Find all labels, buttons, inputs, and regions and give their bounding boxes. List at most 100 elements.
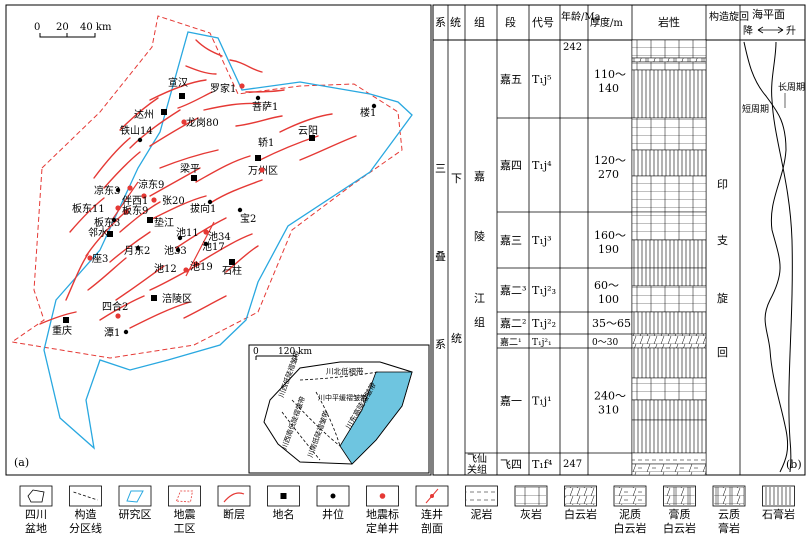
place-label: 菩萨1 [252, 101, 278, 113]
lithology-band [631, 175, 707, 213]
legend-label: 研究区 [119, 507, 152, 521]
legend-label: 灰岩 [520, 507, 542, 521]
place-label: 板东9 [122, 204, 148, 217]
place-label: 池12 [154, 262, 177, 275]
calibration-well-icon [366, 485, 399, 507]
calibration-well-icon [141, 193, 147, 199]
age-top: 242 [563, 42, 582, 53]
thickness-label: 110～ [594, 68, 626, 81]
lithology-band [631, 211, 707, 241]
calibration-well-icon [123, 209, 129, 215]
limestone-icon [514, 485, 548, 507]
lithology-band [631, 267, 707, 287]
lithology-band [631, 311, 707, 335]
header-member: 段 [505, 15, 516, 29]
well-icon [237, 207, 243, 213]
gypsum-dolomite-icon [663, 485, 696, 507]
long-period-label: 长周期 [778, 81, 805, 93]
scale-zero: 0 [34, 22, 40, 33]
well-icon [135, 245, 141, 251]
place-label: 张20 [162, 195, 185, 207]
place-label: 垫江 [154, 216, 174, 229]
place-label: 轿1 [258, 136, 274, 149]
short-period-curve [743, 41, 789, 473]
code-label: T₁j⁵ [532, 73, 552, 86]
place-label: 楼1 [360, 106, 376, 119]
header-age: 年龄/Ma [561, 10, 601, 23]
place-label: 池34 [208, 230, 231, 243]
calibration-well-icon [239, 83, 245, 89]
legend-label: 白云岩 [663, 521, 696, 535]
calibration-well-icon [151, 197, 157, 203]
calibration-well-icon [87, 255, 93, 261]
inset-east-zone [339, 371, 413, 465]
age-bottom: 247 [563, 459, 582, 470]
place-name-icon [107, 231, 113, 237]
place-label: 铁山14 [120, 124, 153, 137]
scale-mid: 20 [56, 22, 69, 33]
legend-label: 膏岩 [718, 521, 740, 535]
header-sea-level: 海平面 [752, 7, 785, 21]
header-group: 组 [474, 15, 485, 29]
dolomite-icon [564, 485, 597, 507]
lithology-band [631, 347, 707, 379]
panel-a-map: 0 20 40 km [5, 4, 432, 476]
group-lower-label: 飞仙 [467, 452, 487, 465]
place-label: 伴西1 [122, 194, 148, 207]
legend-label: 断层 [223, 507, 245, 521]
place-name-icon [255, 155, 261, 161]
group-lower-label: 关组 [467, 463, 487, 476]
well-icon [177, 235, 183, 241]
place-name-icon [161, 109, 167, 115]
legend: 四川盆地构造分区线研究区地震工区断层地名井位地震标定单井连井剖面泥岩灰岩白云岩泥… [19, 485, 795, 535]
legend-label: 云质 [718, 508, 740, 521]
argillaceous-dolomite-icon [613, 485, 647, 507]
place-label: 板东11 [72, 202, 105, 215]
legend-label: 泥质 [619, 508, 641, 521]
place-label: 池19 [190, 260, 213, 273]
place-label: 池17 [202, 240, 225, 253]
member-label: 嘉四 [500, 158, 522, 172]
place-label: 池33 [164, 244, 187, 257]
well-icon [255, 95, 261, 101]
legend-label: 地名 [273, 507, 295, 521]
place-label: 板东3 [94, 216, 120, 229]
thickness-label: 240～ [594, 390, 626, 403]
header-system: 系 [435, 16, 446, 29]
lithology-band [631, 463, 707, 476]
inset-map: 0 120 km 川北低褶带 川西低陡褶皱带 川中平缓褶皱带 川西南低陡褶皱带 … [248, 344, 430, 474]
well-icon [175, 247, 181, 253]
series-label: 下 [451, 172, 462, 185]
place-label: 座3 [92, 252, 108, 265]
panel-a-label: (a) [14, 456, 29, 469]
place-label: 梁平 [180, 162, 200, 175]
panel-b-column: 系 统 组 段 代号 年龄/Ma 厚度/m 岩性 构造旋回 海平面 降 升 嘉五… [432, 4, 806, 476]
system-label: 三 [435, 162, 446, 175]
lithology-band [631, 333, 707, 349]
place-name-icon [229, 259, 235, 265]
lithology-band [631, 149, 707, 177]
seismic-area-icon [168, 485, 201, 507]
thickness-label: 310 [598, 404, 619, 417]
panel-b-label: (b) [786, 458, 802, 471]
mudstone-icon [465, 485, 498, 507]
well-icon [111, 217, 117, 223]
well-section-icon [415, 485, 449, 507]
well-icon [123, 329, 129, 335]
division-line-icon [69, 485, 102, 507]
lithology-band [631, 285, 707, 313]
calibration-well-icon [115, 313, 121, 319]
calibration-well-icon [193, 261, 199, 267]
header-cycle: 构造旋回 [709, 10, 749, 23]
place-label: 重庆 [52, 324, 72, 337]
legend-label: 剖面 [421, 521, 443, 535]
code-label: T₁j¹ [532, 395, 552, 408]
code-label: T₁j³ [532, 234, 552, 247]
member-label: 飞四 [500, 458, 522, 471]
legend-label: 地震标 [366, 507, 399, 521]
place-name-icon [191, 175, 197, 181]
inset-zone-central: 川中平缓褶皱带 [318, 393, 367, 402]
thickness-label: 190 [598, 243, 619, 256]
place-label: 宝2 [240, 212, 256, 225]
